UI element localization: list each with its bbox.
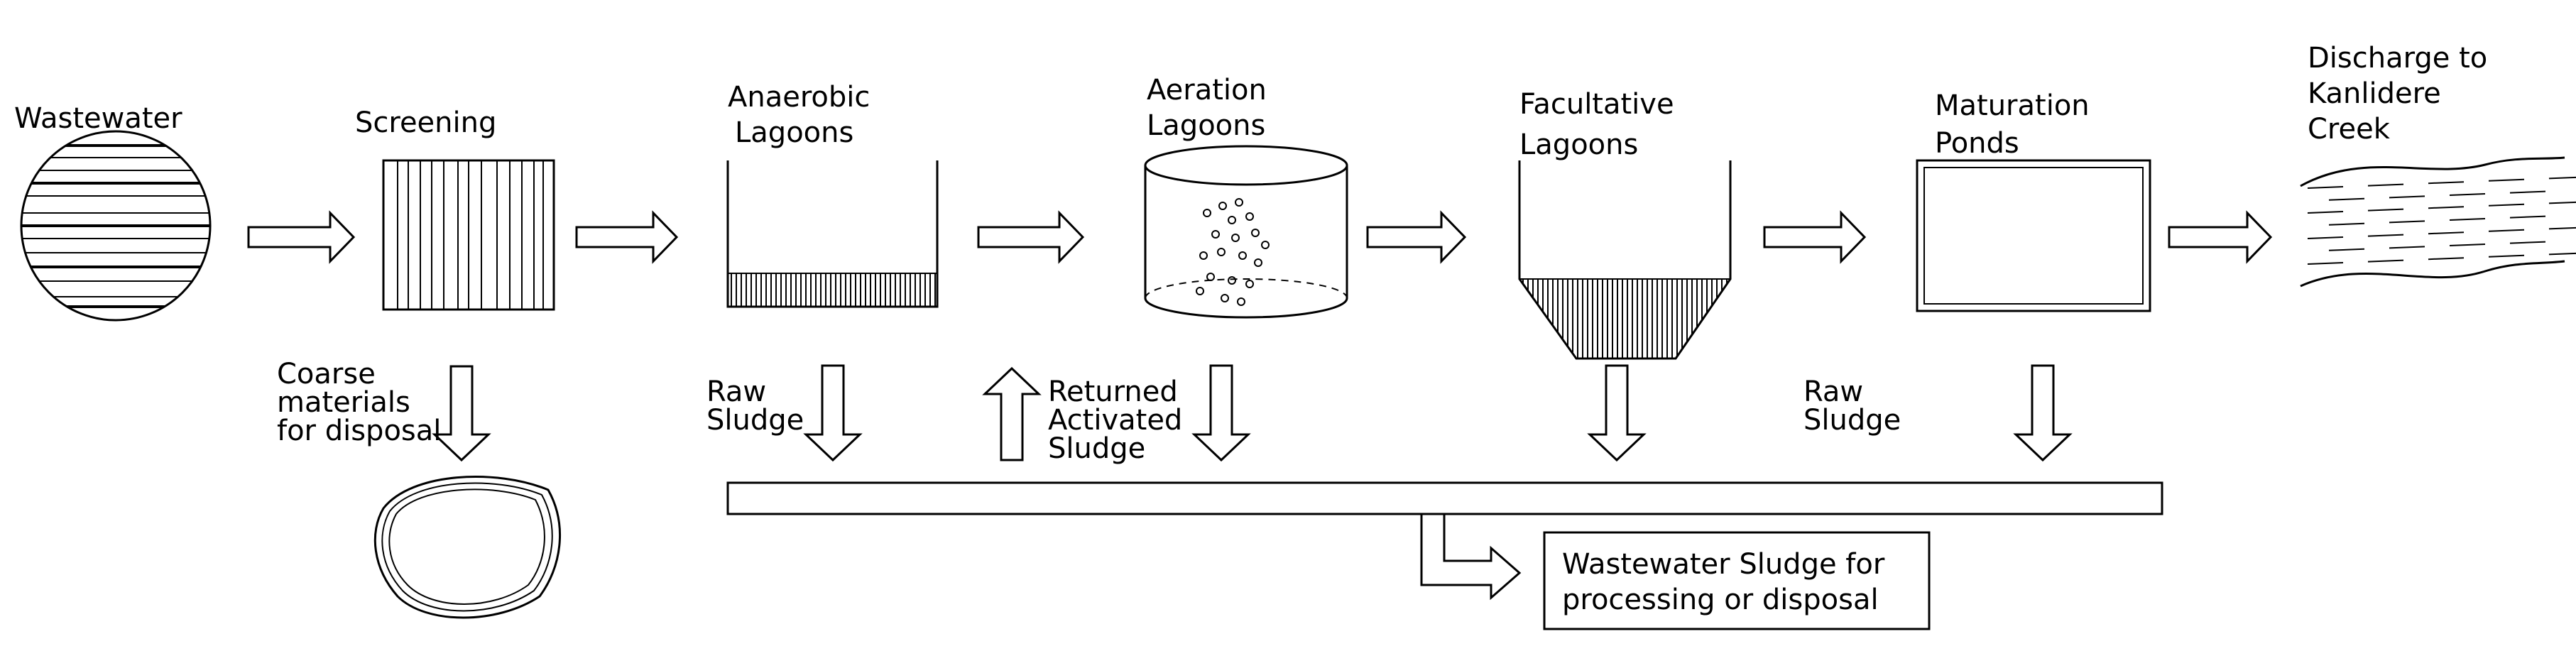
elbow-arrow-icon [1420, 513, 1522, 601]
wastewater-circle-icon [20, 130, 212, 322]
aeration-lagoon-icon [1144, 145, 1348, 319]
arrow-up-icon [982, 366, 1042, 461]
anaerobic-lagoon-icon [726, 160, 939, 308]
wastewater-label: Wastewater [14, 102, 182, 135]
arrow-down-icon [1587, 364, 1647, 462]
maturation-pond-icon [1916, 159, 2151, 312]
facultative-lagoon-icon [1518, 160, 1732, 360]
sludge-collection-pipe [726, 481, 2163, 515]
aeration-bubbles-icon [1196, 198, 1270, 306]
arrow-right-icon [575, 210, 679, 264]
returned-sludge-line1: Returned [1048, 376, 1178, 408]
coarse-label-line2: materials [277, 386, 410, 419]
output-box [1543, 531, 1931, 630]
discharge-label-line2: Kanlidere [2308, 77, 2441, 110]
arrow-right-icon [1763, 210, 1867, 264]
coarse-label-line3: for disposal [277, 415, 441, 447]
anaerobic-label-line1: Anaerobic [728, 81, 870, 114]
arrow-down-icon [803, 364, 863, 462]
maturation-label-line2: Ponds [1935, 127, 2019, 160]
output-label-line1: Wastewater Sludge for [1562, 548, 1885, 581]
raw-sludge-2-line1: Raw [1803, 376, 1863, 408]
coarse-label-line1: Coarse [277, 358, 376, 390]
arrow-right-icon [1366, 210, 1467, 264]
output-label-line2: processing or disposal [1562, 584, 1879, 616]
discharge-label-line3: Creek [2308, 113, 2391, 146]
aeration-label-line2: Lagoons [1147, 109, 1265, 142]
facultative-label-line2: Lagoons [1519, 128, 1638, 161]
arrow-right-icon [977, 210, 1085, 264]
creek-water-icon [2300, 156, 2576, 288]
screening-label: Screening [355, 106, 496, 139]
disposal-bin-icon [373, 476, 561, 619]
raw-sludge-2-line2: Sludge [1803, 404, 1901, 437]
screening-icon [382, 159, 555, 311]
returned-sludge-line3: Sludge [1048, 432, 1145, 465]
arrow-down-icon [2013, 364, 2073, 462]
raw-sludge-1-line2: Sludge [706, 404, 804, 437]
arrow-right-icon [247, 210, 356, 264]
returned-sludge-line2: Activated [1048, 404, 1182, 437]
raw-sludge-1-line1: Raw [706, 376, 766, 408]
arrow-down-icon [432, 365, 491, 462]
aeration-label-line1: Aeration [1147, 74, 1267, 106]
facultative-label-line1: Facultative [1519, 88, 1674, 121]
arrow-right-icon [2168, 210, 2273, 264]
maturation-label-line1: Maturation [1935, 89, 2090, 122]
anaerobic-label-line2: Lagoons [735, 116, 853, 149]
arrow-down-icon [1191, 364, 1251, 462]
discharge-label-line1: Discharge to [2308, 42, 2487, 75]
